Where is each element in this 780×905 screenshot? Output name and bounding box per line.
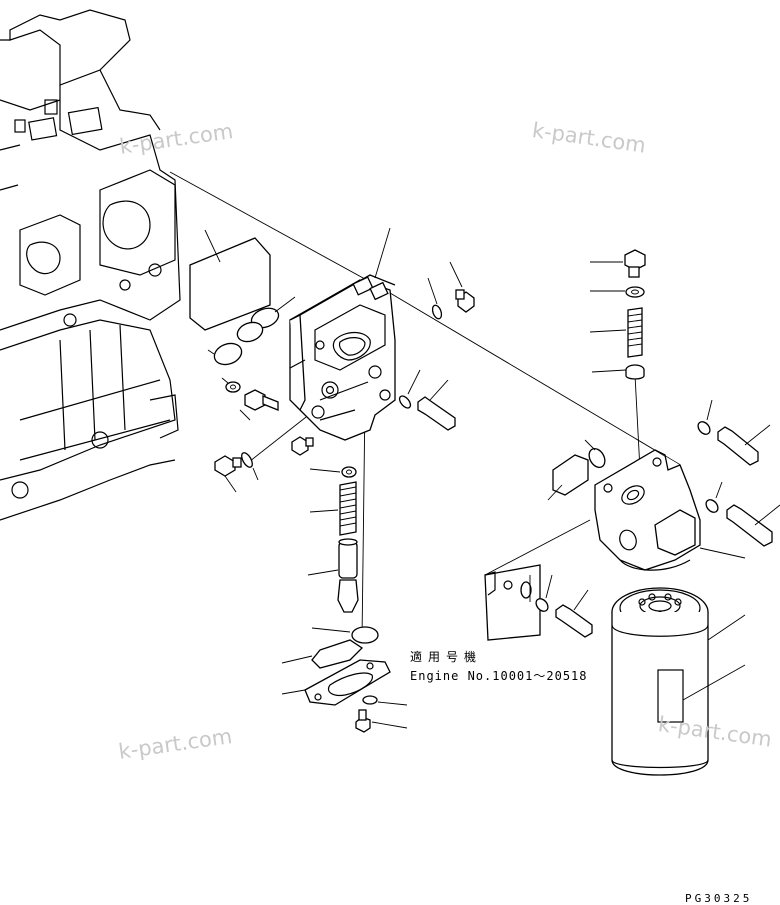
plug-small — [291, 436, 314, 456]
bracket — [484, 519, 591, 641]
cover-plate — [281, 639, 408, 733]
engine-block — [0, 9, 181, 521]
adaptor-body — [594, 449, 746, 571]
o-rings-left — [207, 296, 296, 366]
reference-line — [361, 399, 366, 641]
bolt-right-lower — [705, 481, 780, 547]
reference-line — [384, 289, 681, 466]
gasket-large — [189, 229, 271, 331]
engine-range-label: Engine No.10001～20518 — [410, 669, 588, 683]
plug-left — [214, 452, 259, 493]
filter-head — [289, 227, 396, 441]
o-ring-plug-top — [427, 261, 475, 320]
bolt-head-right — [398, 369, 456, 431]
reference-line — [634, 374, 641, 471]
adaptor-gasket — [547, 439, 606, 501]
reference-line — [244, 409, 316, 466]
applicability-label: 適用号機 — [410, 650, 483, 664]
page-code: PG30325 — [685, 892, 753, 905]
washer-bolt-left — [221, 377, 279, 421]
oil-filter — [611, 587, 746, 776]
bolt-right-upper — [697, 399, 771, 466]
bolt-stack-right — [589, 249, 646, 380]
relief-valve-stack — [307, 466, 379, 644]
bolt-bracket — [535, 574, 593, 638]
reference-line — [169, 171, 386, 291]
